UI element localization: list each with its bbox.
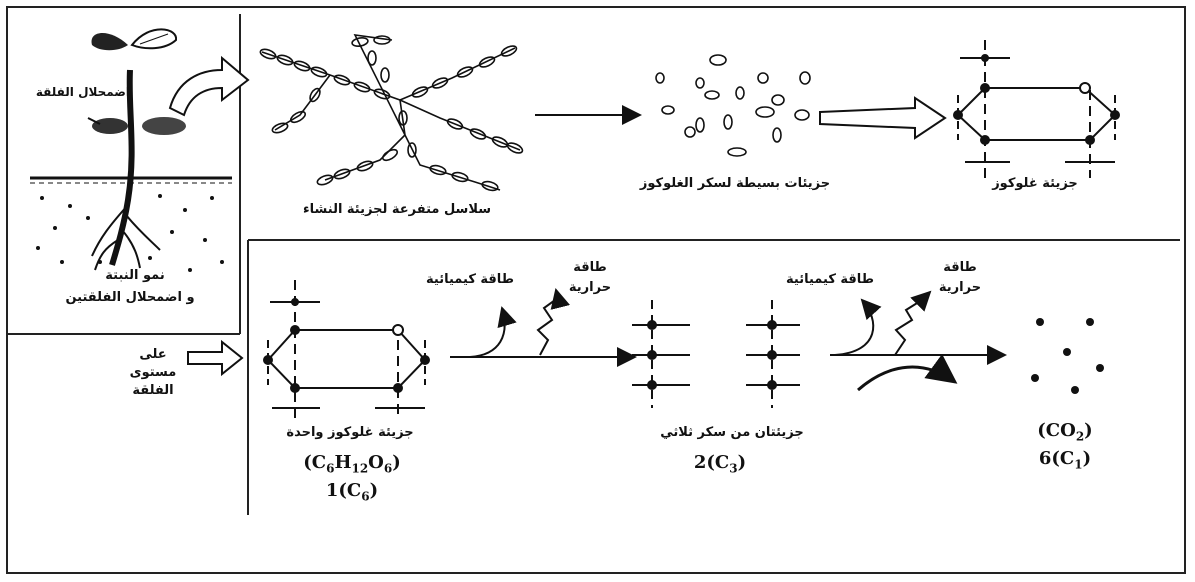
- panel-dividers: [8, 14, 1180, 515]
- respiration-arrow: [830, 290, 1007, 392]
- triose-formula: 2(C3): [693, 452, 747, 476]
- chem-energy-label-2: طاقة كيميائية: [786, 272, 874, 287]
- leaf-wilting-label: اضمحلال الفلقة: [35, 85, 130, 99]
- growth-label: نمو النبتة: [105, 268, 165, 283]
- co2-formula: (CO2): [1037, 420, 1093, 444]
- starch-label: سلاسل متفرعة لجزيئة النشاء: [303, 202, 491, 217]
- hollow-arrow: [819, 96, 947, 140]
- starch-chains: [259, 34, 524, 192]
- glucose-ring-lower: [263, 280, 430, 420]
- seedling-illustration: [30, 28, 250, 272]
- glucose-formula: (C6H12O6): [303, 452, 401, 476]
- heat-energy-label-1: طاقة حرارية: [568, 260, 612, 295]
- glucose-scatter: [655, 54, 811, 157]
- c1-formula: 6(C1): [1038, 448, 1092, 472]
- two-triose-label: جزيئتان من سكر ثلاثي: [660, 425, 804, 440]
- leaf-level-arrow: [187, 339, 244, 377]
- heat-energy-label-2: طاقة حرارية: [938, 260, 982, 295]
- simple-glucose-label: جزيئات بسيطة لسكر الغلوكوز: [639, 176, 831, 191]
- glucose-molecule-label: جزيئة غلوكوز: [992, 176, 1078, 191]
- leaf-level-label: على مستوى الفلقة: [129, 347, 177, 398]
- glycolysis-arrow: [450, 288, 637, 367]
- triose-molecules: [632, 300, 800, 408]
- growth-wilting-label: و اضمحلال الفلقتين: [65, 290, 195, 305]
- glucose-carbon-formula: 1(C6): [325, 480, 379, 504]
- glucose-ring: [953, 40, 1120, 180]
- figure-frame: [6, 6, 1186, 574]
- chem-energy-label-1: طاقة كيميائية: [426, 272, 514, 287]
- one-glucose-label: جزيئة غلوكوز واحدة: [286, 425, 414, 440]
- co2-dots: [1031, 318, 1104, 394]
